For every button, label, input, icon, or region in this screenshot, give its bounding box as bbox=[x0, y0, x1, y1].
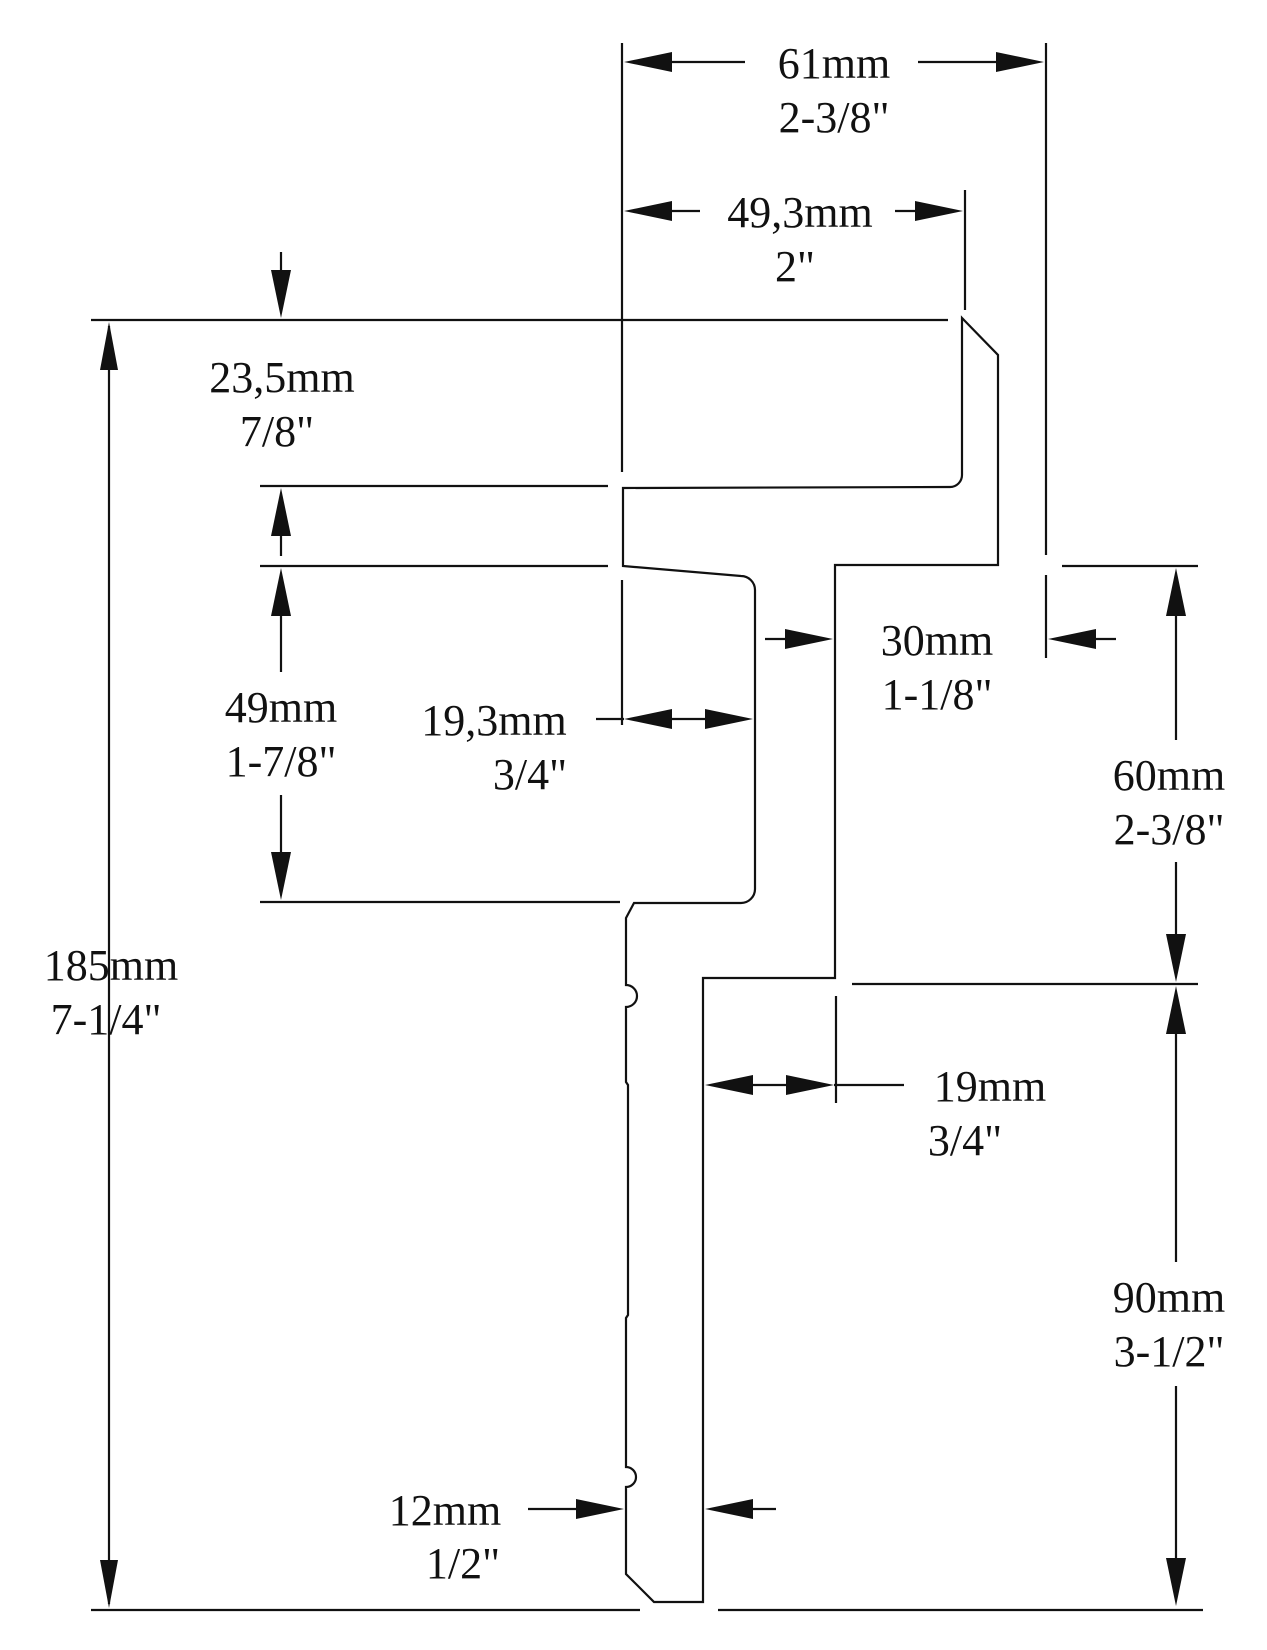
gap-width-inch-label: 1-1/8" bbox=[882, 670, 993, 719]
mid-width-inch-label: 3/4" bbox=[493, 750, 567, 799]
top-width-inch-label: 2-3/8" bbox=[779, 93, 890, 142]
base-thickness-mm-label: 12mm bbox=[389, 1486, 501, 1535]
total-height-inch-label: 7-1/4" bbox=[51, 995, 162, 1044]
dimension-lines bbox=[100, 52, 1186, 1608]
extension-lines bbox=[91, 43, 1203, 1612]
mid-width-mm-label: 19,3mm bbox=[421, 696, 566, 745]
step-width-mm-label: 19mm bbox=[934, 1062, 1046, 1111]
total-height-mm-label: 185mm bbox=[44, 941, 178, 990]
base-thickness-inch-label: 1/2" bbox=[426, 1539, 500, 1588]
right-lower-height-mm-label: 90mm bbox=[1113, 1273, 1225, 1322]
right-upper-height-inch-label: 2-3/8" bbox=[1114, 805, 1225, 854]
top-thickness-mm-label: 23,5mm bbox=[209, 353, 354, 402]
top-width-mm-label: 61mm bbox=[778, 39, 890, 88]
step-width-inch-label: 3/4" bbox=[928, 1116, 1002, 1165]
gap-width-mm-label: 30mm bbox=[881, 616, 993, 665]
mid-height-inch-label: 1-7/8" bbox=[226, 737, 337, 786]
inner-width-inch-label: 2" bbox=[775, 242, 815, 291]
mid-height-mm-label: 49mm bbox=[225, 683, 337, 732]
right-lower-height-inch-label: 3-1/2" bbox=[1114, 1327, 1225, 1376]
right-upper-height-mm-label: 60mm bbox=[1113, 751, 1225, 800]
inner-width-mm-label: 49,3mm bbox=[727, 188, 872, 237]
top-thickness-inch-label: 7/8" bbox=[240, 407, 314, 456]
molding-profile bbox=[621, 315, 1000, 1604]
